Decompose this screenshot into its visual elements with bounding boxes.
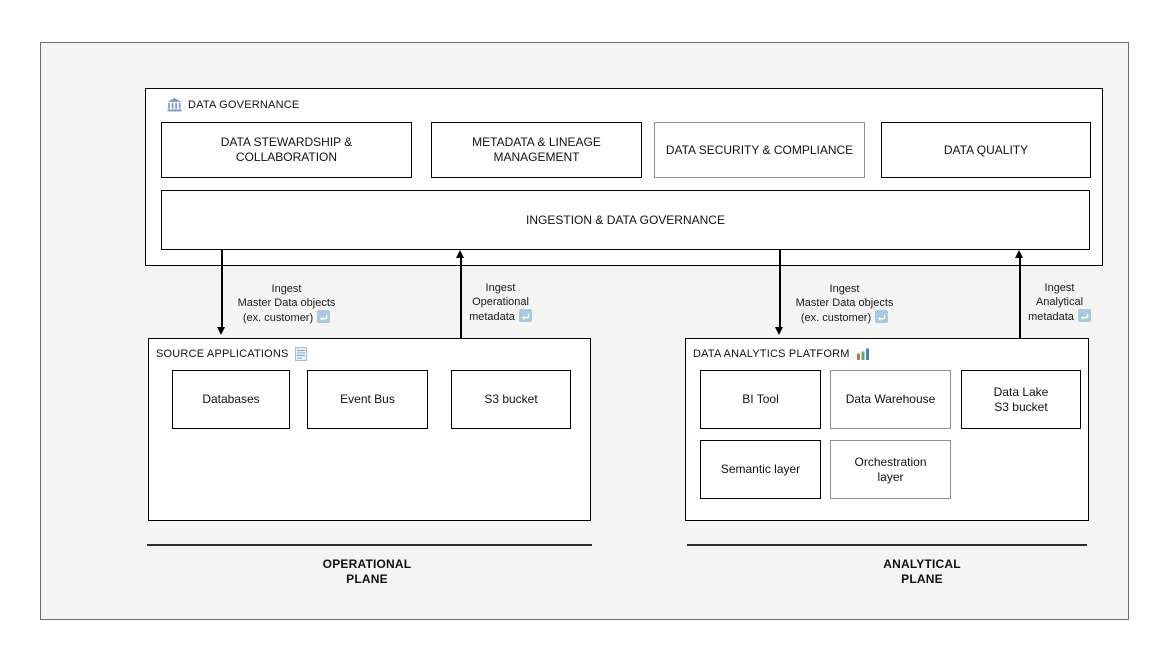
source-box-event-bus: Event Bus xyxy=(307,370,428,429)
plane-label-line: PLANE xyxy=(346,572,388,586)
flow-label-ingest-master-right: Ingest Master Data objects (ex. customer… xyxy=(772,282,917,327)
bank-icon xyxy=(167,98,182,112)
source-applications-title: SOURCE APPLICATIONS xyxy=(156,348,289,360)
analytics-box-data-lake: Data Lake S3 bucket xyxy=(961,370,1081,429)
flow-line: (ex. customer) xyxy=(772,310,917,327)
flow-line: Ingest xyxy=(1044,282,1075,294)
pillar-data-quality: DATA QUALITY xyxy=(881,122,1091,178)
flow-line: (ex. customer) xyxy=(214,310,359,327)
operational-plane-label: OPERATIONAL PLANE xyxy=(267,557,467,587)
analytics-box-label: Semantic layer xyxy=(720,462,801,476)
pillar-label: METADATA & LINEAGE MANAGEMENT xyxy=(472,135,601,164)
source-box-s3-bucket: S3 bucket xyxy=(451,370,571,429)
source-box-label: Event Bus xyxy=(340,392,395,406)
source-box-databases: Databases xyxy=(172,370,290,429)
sync-icon xyxy=(1077,309,1091,326)
analytics-box-label: Orchestration layer xyxy=(854,454,927,484)
pillar-label: DATA SECURITY & COMPLIANCE xyxy=(665,142,854,157)
pillar-label: DATA QUALITY xyxy=(943,142,1029,157)
flow-line: Operational xyxy=(472,296,529,308)
plane-label-line: OPERATIONAL xyxy=(322,557,412,571)
source-applications-container: SOURCE APPLICATIONS Databases Event Bus … xyxy=(148,338,591,521)
source-box-label: Databases xyxy=(202,392,260,406)
data-analytics-platform-header: DATA ANALYTICS PLATFORM xyxy=(693,347,870,361)
analytics-box-label: Data Warehouse xyxy=(845,392,936,406)
analytical-plane-label: ANALYTICAL PLANE xyxy=(822,557,1022,587)
arrow-down-master-data-right xyxy=(779,250,781,327)
flow-label-ingest-operational: Ingest Operational metadata xyxy=(443,281,558,326)
flow-line: metadata xyxy=(1002,309,1117,326)
flow-line: metadata xyxy=(443,309,558,326)
flow-line: Master Data objects xyxy=(237,297,336,309)
flow-line: Analytical xyxy=(1035,296,1084,308)
analytical-plane-line xyxy=(687,544,1087,546)
flow-label-ingest-master-left: Ingest Master Data objects (ex. customer… xyxy=(214,282,359,327)
sync-icon xyxy=(317,310,331,327)
flow-line: Master Data objects xyxy=(795,297,894,309)
flow-label-ingest-analytical: Ingest Analytical metadata xyxy=(1002,281,1117,326)
analytics-box-bi-tool: BI Tool xyxy=(700,370,821,429)
arrow-up-analytical-metadata xyxy=(1019,257,1021,338)
source-applications-header: SOURCE APPLICATIONS xyxy=(156,347,307,361)
data-governance-title: DATA GOVERNANCE xyxy=(188,99,300,111)
ingestion-governance-box: INGESTION & DATA GOVERNANCE xyxy=(161,190,1090,250)
arrowhead-down-left xyxy=(217,327,225,335)
arrowhead-up-analytical xyxy=(1015,250,1023,258)
data-governance-header: DATA GOVERNANCE xyxy=(167,98,299,112)
sync-icon xyxy=(875,310,889,327)
plane-label-line: PLANE xyxy=(901,572,943,586)
bar-chart-icon xyxy=(856,347,870,361)
analytics-box-orchestration-layer: Orchestration layer xyxy=(830,440,951,499)
arrow-down-master-data-left xyxy=(221,250,223,327)
operational-plane-line xyxy=(147,544,592,546)
source-box-label: S3 bucket xyxy=(484,392,538,406)
data-analytics-platform-container: DATA ANALYTICS PLATFORM BI Tool Data War… xyxy=(685,338,1089,521)
analytics-box-semantic-layer: Semantic layer xyxy=(700,440,821,499)
flow-line: Ingest xyxy=(271,283,302,295)
document-icon xyxy=(294,347,307,361)
arrowhead-down-right xyxy=(775,327,783,335)
pillar-label: DATA STEWARDSHIP & COLLABORATION xyxy=(220,135,353,164)
pillar-data-security: DATA SECURITY & COMPLIANCE xyxy=(654,122,865,178)
analytics-box-label: Data Lake S3 bucket xyxy=(993,384,1049,414)
analytics-box-data-warehouse: Data Warehouse xyxy=(830,370,951,429)
data-governance-container: DATA GOVERNANCE DATA STEWARDSHIP & COLLA… xyxy=(145,88,1103,266)
arrowhead-up-operational xyxy=(456,250,464,258)
analytics-box-label: BI Tool xyxy=(742,392,779,406)
pillar-metadata-lineage: METADATA & LINEAGE MANAGEMENT xyxy=(431,122,642,178)
flow-line: Ingest xyxy=(829,283,860,295)
data-analytics-platform-title: DATA ANALYTICS PLATFORM xyxy=(693,348,850,360)
flow-line: Ingest xyxy=(485,282,516,294)
arrow-up-operational-metadata xyxy=(460,257,462,338)
ingestion-governance-label: INGESTION & DATA GOVERNANCE xyxy=(526,212,725,227)
pillar-data-stewardship: DATA STEWARDSHIP & COLLABORATION xyxy=(161,122,412,178)
plane-label-line: ANALYTICAL xyxy=(883,557,961,571)
sync-icon xyxy=(518,309,532,326)
